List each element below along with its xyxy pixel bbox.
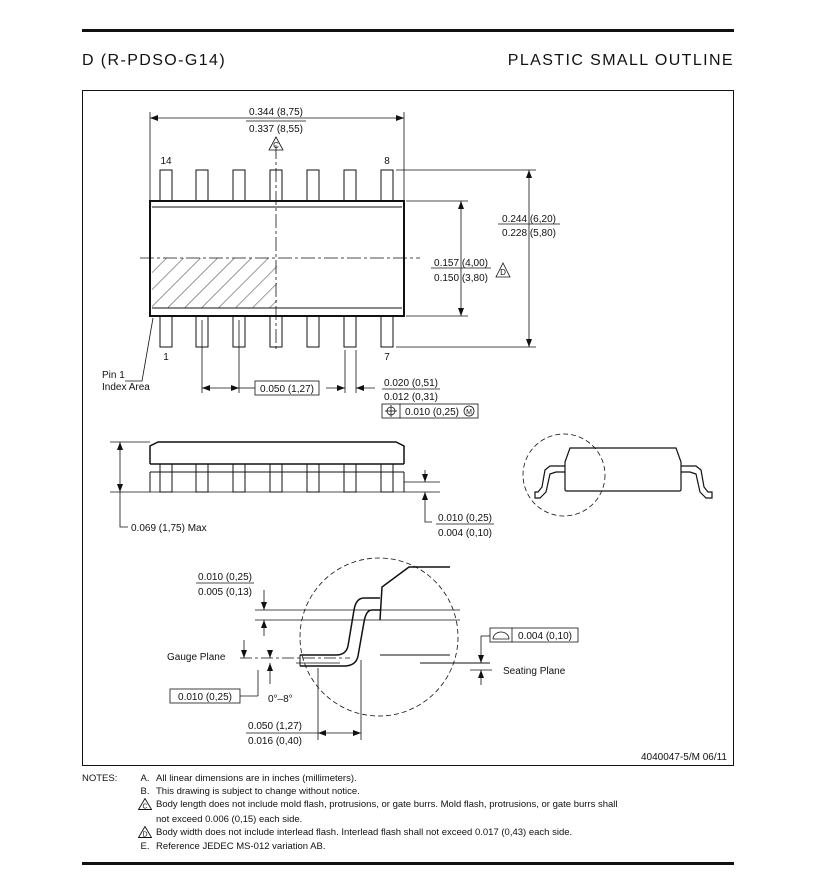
lead-thickness-min: 0.005 (0,13) [198, 587, 252, 598]
overall-width-dim [396, 169, 560, 348]
coplanarity-value: 0.004 (0,10) [518, 631, 572, 642]
lead-width-dim [326, 350, 479, 419]
package-body [149, 200, 405, 317]
pitch-value: 0.050 (1,27) [260, 384, 314, 395]
top-rule [82, 29, 734, 32]
body-width-dim [406, 200, 511, 317]
note-a: NOTES: A. All linear dimensions are in i… [82, 773, 357, 784]
foot-length-min: 0.016 (0,40) [248, 736, 302, 747]
note-c: C Body length does not include mold flas… [82, 798, 732, 812]
pin-1-label: 1 [163, 352, 169, 363]
pin-7-label: 7 [384, 352, 390, 363]
overall-width-min: 0.228 (5,80) [502, 228, 556, 239]
svg-text:D: D [142, 831, 147, 838]
top-leads [159, 169, 394, 202]
foot-length-max: 0.050 (1,27) [248, 721, 302, 732]
foot-length-dim [246, 660, 362, 740]
note-c-cont: not exceed 0.006 (0,15) each side. [156, 813, 303, 825]
pin-8-label: 8 [384, 156, 390, 167]
note-c-triangle-icon: C [138, 798, 152, 810]
package-type: PLASTIC SMALL OUTLINE [507, 52, 734, 69]
body-length-max: 0.344 (8,75) [249, 107, 303, 118]
side-view [149, 441, 440, 493]
mmc-modifier: M [466, 409, 472, 416]
body-width-min: 0.150 (3,80) [434, 273, 488, 284]
pin1-leader [125, 317, 154, 382]
seating-plane-label: Seating Plane [503, 666, 566, 677]
drawing-frame [82, 90, 734, 766]
note-b: B. This drawing is subject to change wit… [140, 786, 360, 798]
standoff-dim [404, 470, 494, 525]
top-view [140, 145, 420, 350]
note-e: E. Reference JEDEC MS-012 variation AB. [140, 841, 326, 853]
pin1-label-2: Index Area [102, 382, 150, 393]
overall-width-max: 0.244 (6,20) [502, 214, 556, 225]
height-max: 0.069 (1,75) Max [131, 523, 207, 534]
body-length-dim [149, 112, 405, 200]
gauge-plane-label: Gauge Plane [167, 652, 226, 663]
note-d-triangle-icon: D [138, 825, 152, 838]
lead-thickness-max: 0.010 (0,25) [198, 572, 252, 583]
gauge-plane-dim [169, 640, 273, 704]
pin-14-label: 14 [160, 156, 172, 167]
angle-range: 0°–8° [268, 694, 293, 705]
lead-thickness-dim [196, 582, 267, 636]
svg-text:C: C [142, 804, 147, 811]
position-tolerance: 0.010 (0,25) [405, 407, 459, 418]
package-designation: D (R-PDSO-G14) [82, 52, 227, 69]
detail-view [240, 557, 492, 717]
body-width-max: 0.157 (4,00) [434, 258, 488, 269]
coplanarity-dim [478, 627, 579, 685]
end-view [522, 433, 713, 517]
side-leads [159, 463, 394, 493]
gauge-value: 0.010 (0,25) [178, 692, 232, 703]
standoff-max: 0.010 (0,25) [438, 513, 492, 524]
bottom-leads [159, 315, 394, 348]
lead-width-min: 0.012 (0,31) [384, 392, 438, 403]
body-length-min: 0.337 (8,55) [249, 124, 303, 135]
pin1-index-hatch [152, 258, 277, 308]
standoff-min: 0.004 (0,10) [438, 528, 492, 539]
lead-width-max: 0.020 (0,51) [384, 378, 438, 389]
notes-block: NOTES: A. All linear dimensions are in i… [82, 772, 732, 853]
note-c-flag: C [273, 141, 279, 150]
drawing-number: 4040047-5/M 06/11 [641, 752, 727, 763]
bottom-rule [82, 862, 734, 865]
note-d-flag: D [500, 268, 506, 277]
notes-title: NOTES: [82, 773, 118, 784]
pin1-label-1: Pin 1 [102, 370, 125, 381]
pitch-dim [201, 320, 320, 396]
note-d: D Body width does not include interlead … [82, 825, 732, 840]
height-dim [110, 441, 150, 528]
